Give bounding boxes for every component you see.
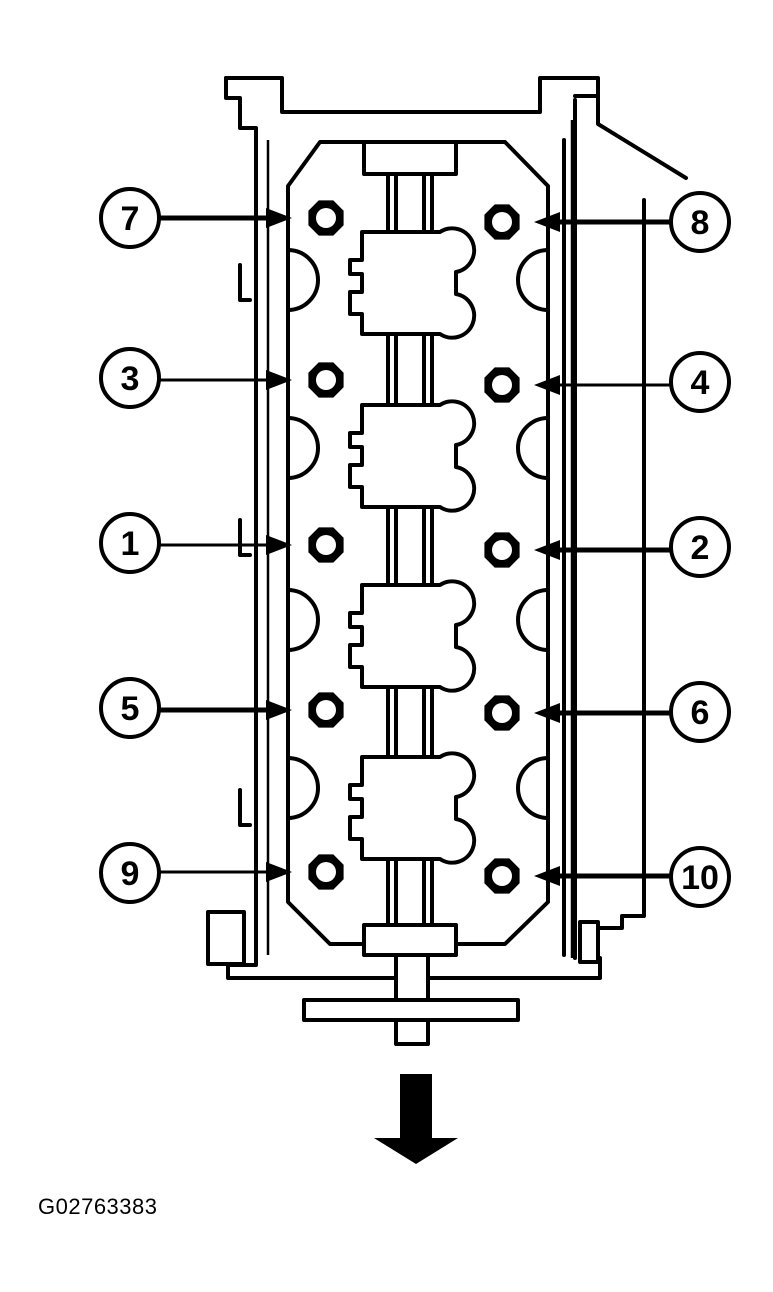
arrowhead (534, 375, 560, 395)
callout-number: 3 (121, 360, 140, 398)
callout-circle (99, 842, 161, 904)
bolt-9: 9 (99, 842, 344, 904)
callout-number: 8 (691, 204, 710, 242)
callout-circle (99, 677, 161, 739)
bolt-10: 10 (484, 846, 731, 908)
arrowhead (534, 212, 560, 232)
scallop-left (286, 248, 320, 312)
head-bolts: 7 8 3 4 1 2 5 6 9 10 (99, 187, 731, 908)
arrowhead (266, 535, 292, 555)
bolt-head-center (492, 866, 512, 886)
callout-number: 2 (691, 529, 710, 567)
bolt-head-center (492, 212, 512, 232)
figure-code: G02763383 (38, 1194, 158, 1219)
scallop-right (516, 756, 550, 820)
arrowhead (534, 540, 560, 560)
bolt-head-center (316, 700, 336, 720)
bearing-cap (348, 226, 477, 340)
arrowhead (266, 700, 292, 720)
callout-number: 5 (121, 690, 140, 728)
bolt-6: 6 (484, 681, 731, 743)
arrowhead (266, 370, 292, 390)
callout-circle (99, 187, 161, 249)
bolt-7: 7 (99, 187, 344, 249)
bolt-head-center (316, 370, 336, 390)
callout-circle (99, 512, 161, 574)
scallop-right (516, 588, 550, 652)
callout-number: 1 (121, 525, 140, 563)
outer-housing (206, 76, 688, 980)
bolt-head-center (316, 535, 336, 555)
bolt-head-center (316, 208, 336, 228)
callout-number: 6 (691, 694, 710, 732)
callout-number: 10 (681, 859, 719, 897)
callout-number: 9 (121, 855, 140, 893)
callout-circle (669, 516, 731, 578)
scallop-left (286, 588, 320, 652)
scallop-right (516, 248, 550, 312)
scallop-left (286, 756, 320, 820)
bearing-cap (348, 399, 477, 513)
callout-circle (669, 351, 731, 413)
bolt-head-center (492, 703, 512, 723)
bolt-3: 3 (99, 347, 344, 409)
arrowhead (534, 703, 560, 723)
arrowhead (534, 866, 560, 886)
head-scallops (286, 248, 550, 820)
callout-number: 4 (691, 364, 710, 402)
bolt-head-center (492, 540, 512, 560)
bearing-caps (348, 226, 477, 865)
arrowhead (266, 862, 292, 882)
callout-number: 7 (121, 200, 140, 238)
bolt-head-center (492, 375, 512, 395)
bolt-8: 8 (484, 191, 731, 253)
bearing-cap (348, 579, 477, 693)
bolt-head-center (316, 862, 336, 882)
bolt-5: 5 (99, 677, 344, 739)
scallop-right (516, 416, 550, 480)
bolt-1: 1 (99, 512, 344, 574)
bolt-4: 4 (484, 351, 731, 413)
arrowhead (266, 208, 292, 228)
bolt-2: 2 (484, 516, 731, 578)
arrow-down-icon (374, 1074, 458, 1164)
callout-circle (669, 191, 731, 253)
callout-circle (669, 681, 731, 743)
callout-circle (99, 347, 161, 409)
scallop-left (286, 416, 320, 480)
callout-circle (669, 846, 731, 908)
bearing-cap (348, 751, 477, 865)
